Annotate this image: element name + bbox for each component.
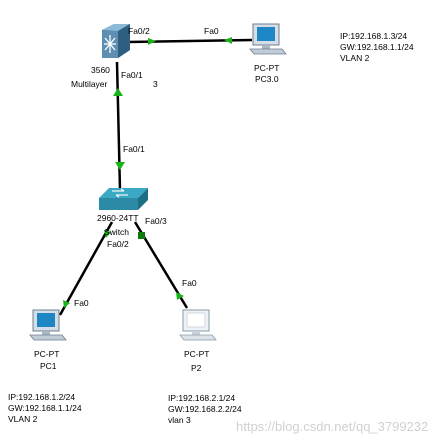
desktop-pc-icon[interactable]	[179, 309, 217, 341]
note-vlan: vlan 3	[168, 415, 191, 425]
device-type-label-pc30: PC-PT	[254, 63, 280, 73]
link-up-indicator	[148, 38, 156, 45]
link-multilayer-pc30[interactable]	[127, 38, 253, 44]
port-label-multilayer-fa01: Fa0/1	[121, 70, 143, 80]
device-name-label-pc1: PC1	[40, 361, 57, 371]
note-ip: IP:192.168.2.1/24	[168, 393, 236, 403]
port-label-switch-fa02: Fa0/2	[107, 239, 129, 249]
link-up-indicator	[63, 300, 70, 308]
link-up-indicator	[115, 162, 125, 170]
link-up-indicator	[224, 37, 232, 44]
device-name-suffix-multilayer: 3	[153, 79, 158, 89]
note-vlan: VLAN 2	[340, 53, 370, 63]
port-label-p2-fa0: Fa0	[182, 278, 197, 288]
watermark: https://blog.csdn.net/qq_3799232	[236, 419, 429, 434]
note-pc1: IP:192.168.1.2/24 GW:192.168.1.1/24 VLAN…	[8, 392, 82, 425]
multilayer-switch-icon[interactable]	[102, 24, 130, 58]
device-name-label-p2: P2	[191, 363, 202, 373]
link-up-indicator	[104, 230, 111, 238]
device-type-label-pc1: PC-PT	[34, 349, 60, 359]
note-p2: IP:192.168.2.1/24 GW:192.168.2.2/24 vlan…	[168, 393, 242, 426]
note-ip: IP:192.168.1.3/24	[340, 31, 408, 41]
desktop-pc-icon[interactable]	[29, 309, 67, 341]
device-name-label-pc30: PC3.0	[255, 74, 279, 84]
link-up-indicator	[113, 88, 123, 96]
port-label-pc1-fa0: Fa0	[74, 298, 89, 308]
note-ip: IP:192.168.1.2/24	[8, 392, 76, 402]
link-up-indicator	[176, 292, 184, 300]
port-label-pc30-fa0: Fa0	[204, 26, 219, 36]
note-gateway: GW:192.168.2.2/24	[168, 404, 242, 414]
desktop-pc-icon[interactable]	[249, 23, 287, 55]
note-vlan: VLAN 2	[8, 414, 38, 424]
device-type-label-p2: PC-PT	[184, 349, 210, 359]
port-label-switch-fa03: Fa0/3	[145, 216, 167, 226]
link-up-indicator	[138, 232, 145, 239]
port-label-switch-fa01: Fa0/1	[123, 144, 145, 154]
link-multilayer-switch[interactable]	[115, 61, 122, 191]
link-switch-pc1[interactable]	[58, 221, 114, 316]
note-pc30: IP:192.168.1.3/24 GW:192.168.1.1/24 VLAN…	[340, 31, 414, 64]
device-type-label-switch: 2960-24TT	[97, 213, 139, 223]
switch-icon[interactable]	[99, 188, 148, 210]
link-status-indicators	[63, 37, 232, 308]
device-type-label-multilayer: 3560	[91, 65, 110, 75]
device-name-label-switch: Switch	[104, 227, 130, 237]
note-gateway: GW:192.168.1.1/24	[8, 403, 82, 413]
device-name-label-multilayer: Multilayer	[71, 79, 108, 89]
note-gateway: GW:192.168.1.1/24	[340, 42, 414, 52]
port-label-multilayer-fa02: Fa0/2	[128, 26, 150, 36]
